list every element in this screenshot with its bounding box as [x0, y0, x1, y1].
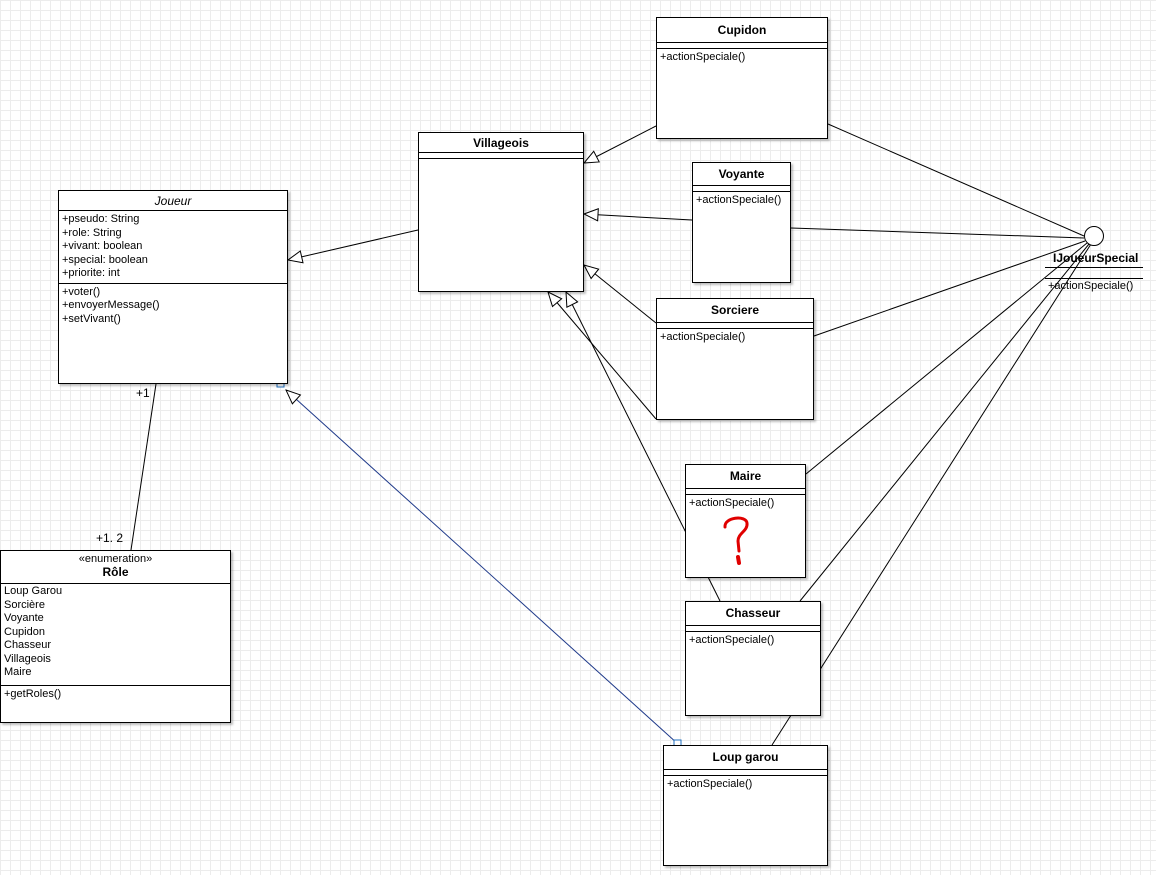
class-villageois[interactable]: Villageois: [418, 132, 584, 292]
enum-role[interactable]: «enumeration» Rôle Loup Garou Sorcière V…: [0, 550, 231, 723]
attribute: +special: boolean: [62, 253, 148, 266]
class-chasseur-attributes: [686, 626, 820, 632]
method: +setVivant(): [62, 312, 121, 325]
iface-link-sorciere: [813, 240, 1086, 337]
enum-role-name: Rôle: [102, 565, 129, 579]
interface-lollipop-icon[interactable]: [1084, 226, 1104, 246]
class-maire-methods: +actionSpeciale(): [686, 495, 805, 577]
class-joueur-attributes: +pseudo: String +role: String +vivant: b…: [59, 211, 287, 284]
attribute: +pseudo: String: [62, 213, 140, 225]
class-chasseur-methods: +actionSpeciale(): [686, 632, 820, 715]
generalization-sorciere-villageois: [584, 265, 657, 324]
class-chasseur[interactable]: Chasseur +actionSpeciale(): [685, 601, 821, 716]
method: +actionSpeciale(): [689, 497, 775, 509]
class-voyante-methods: +actionSpeciale(): [693, 192, 790, 282]
class-cupidon-name: Cupidon: [657, 18, 827, 43]
enum-literal: Loup Garou: [4, 585, 63, 597]
class-maire[interactable]: Maire +actionSpeciale(): [685, 464, 806, 578]
class-sorciere[interactable]: Sorciere +actionSpeciale(): [656, 298, 814, 420]
association-joueur-role: [130, 383, 157, 551]
method: +envoyerMessage(): [62, 299, 160, 311]
generalization-cupidon-villageois: [584, 125, 657, 163]
class-loup-garou-attributes: [664, 770, 827, 776]
enum-literal: Villageois: [4, 652, 51, 665]
method: +voter(): [62, 285, 101, 298]
method: +actionSpeciale(): [689, 634, 775, 646]
class-sorciere-name: Sorciere: [657, 299, 813, 323]
class-maire-name: Maire: [686, 465, 805, 489]
enum-role-header: «enumeration» Rôle: [1, 551, 230, 584]
method: +actionSpeciale(): [660, 51, 746, 63]
iface-link-chasseur: [799, 243, 1090, 602]
iface-link-voyante: [790, 227, 1085, 239]
class-joueur[interactable]: Joueur +pseudo: String +role: String +vi…: [58, 190, 288, 384]
class-loup-garou-methods: +actionSpeciale(): [664, 776, 827, 865]
class-villageois-methods: [419, 159, 583, 291]
method: +actionSpeciale(): [667, 778, 753, 790]
enum-literal: Chasseur: [4, 639, 52, 651]
attribute: +priorite: int: [62, 267, 120, 279]
class-cupidon-methods: +actionSpeciale(): [657, 49, 827, 138]
class-joueur-methods: +voter() +envoyerMessage() +setVivant(): [59, 284, 287, 384]
method: +actionSpeciale(): [696, 194, 782, 206]
class-voyante[interactable]: Voyante +actionSpeciale(): [692, 162, 791, 283]
enum-literal: Cupidon: [4, 625, 45, 638]
multiplicity-role-end: +1. 2: [96, 531, 124, 545]
enum-role-methods: +getRoles(): [1, 686, 230, 723]
class-villageois-name: Villageois: [419, 133, 583, 153]
generalization-villageois-joueur: [288, 229, 419, 260]
class-cupidon-attributes: [657, 43, 827, 49]
class-joueur-name: Joueur: [59, 191, 287, 211]
interface-method: +actionSpeciale(): [1048, 280, 1134, 292]
class-loup-garou[interactable]: Loup garou +actionSpeciale(): [663, 745, 828, 866]
interface-name[interactable]: IJoueurSpecial: [1053, 251, 1139, 265]
multiplicity-joueur-end: +1: [136, 386, 150, 400]
generalization-maire-villageois: [548, 292, 657, 420]
class-voyante-attributes: [693, 186, 790, 192]
class-maire-attributes: [686, 489, 805, 495]
attribute: +vivant: boolean: [62, 240, 143, 252]
attribute: +role: String: [62, 226, 122, 239]
enum-literal: Maire: [4, 666, 32, 678]
class-loup-garou-name: Loup garou: [664, 746, 827, 770]
method: +getRoles(): [4, 687, 62, 700]
enum-literal: Sorcière: [4, 598, 45, 611]
iface-link-maire: [805, 242, 1088, 475]
iface-link-loupgarou: [771, 243, 1092, 746]
class-sorciere-attributes: [657, 323, 813, 329]
class-chasseur-name: Chasseur: [686, 602, 820, 626]
enum-literal: Voyante: [4, 612, 44, 624]
interface-divider-bottom: [1045, 278, 1143, 279]
class-sorciere-methods: +actionSpeciale(): [657, 329, 813, 419]
red-question-mark-icon: [723, 516, 749, 565]
iface-link-cupidon: [827, 123, 1085, 237]
interface-divider-top: [1045, 267, 1143, 268]
class-cupidon[interactable]: Cupidon +actionSpeciale(): [656, 17, 828, 139]
generalization-voyante-villageois: [584, 214, 693, 220]
enum-role-literals: Loup Garou Sorcière Voyante Cupidon Chas…: [1, 584, 230, 686]
class-voyante-name: Voyante: [693, 163, 790, 186]
method: +actionSpeciale(): [660, 331, 746, 343]
realization-loupgarou-joueur: [286, 390, 679, 745]
class-villageois-attributes: [419, 153, 583, 159]
enum-role-stereotype: «enumeration»: [78, 553, 153, 565]
